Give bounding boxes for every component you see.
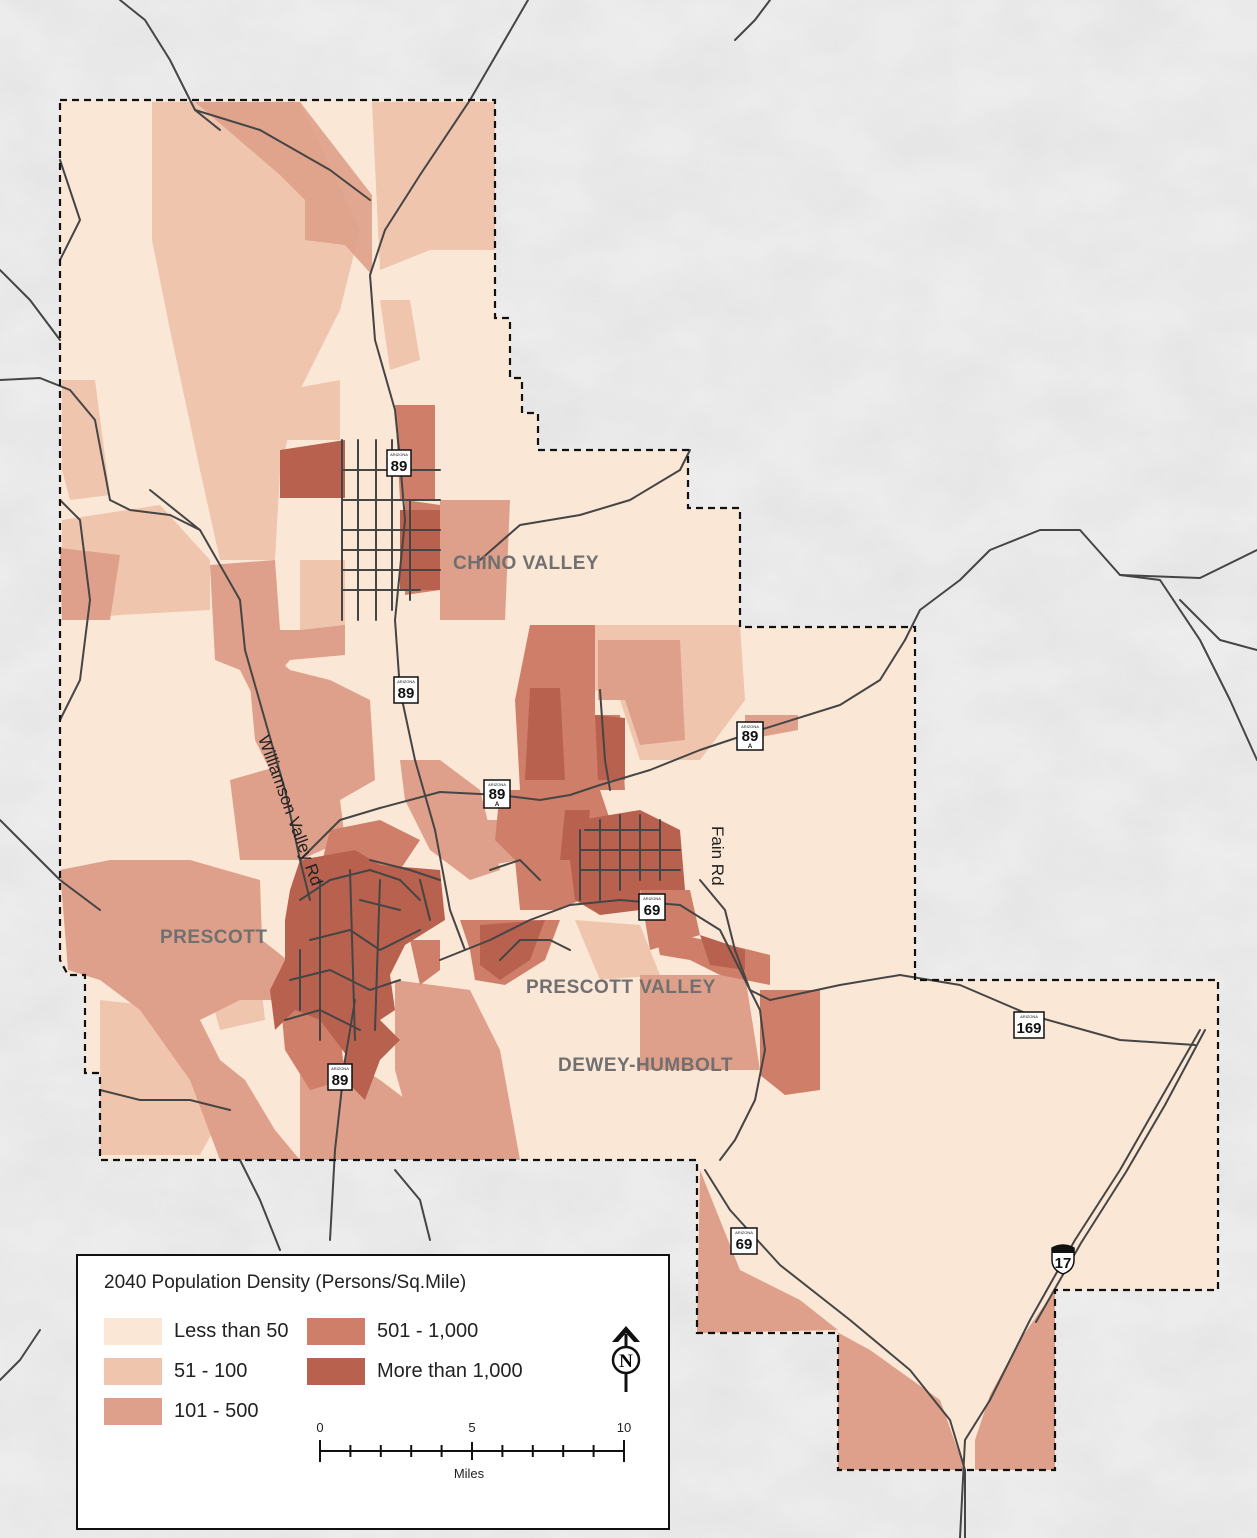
legend-swatch	[104, 1398, 162, 1425]
legend-label: Less than 50	[174, 1320, 289, 1342]
svg-text:ARIZONA: ARIZONA	[643, 896, 661, 901]
label-dewey-humbolt: DEWEY-HUMBOLT	[558, 1055, 733, 1076]
north-arrow-letter: N	[619, 1351, 633, 1372]
svg-text:89: 89	[398, 685, 415, 702]
label-prescott-valley: PRESCOTT VALLEY	[526, 977, 716, 998]
svg-text:A: A	[748, 744, 753, 750]
density-101-500	[60, 102, 1055, 1470]
scale-unit-label: Miles	[453, 1466, 485, 1481]
shield-sr169: ARIZONA 169	[1013, 1011, 1045, 1039]
legend-item-less-than-50: Less than 50	[104, 1318, 289, 1345]
svg-text:89: 89	[742, 728, 759, 745]
svg-text:ARIZONA: ARIZONA	[1020, 1014, 1038, 1019]
shield-us89-south: ARIZONA 89	[327, 1063, 353, 1091]
north-arrow-icon: N	[611, 1326, 641, 1392]
svg-text:ARIZONA: ARIZONA	[390, 452, 408, 457]
legend-item-501-1000: 501 - 1,000	[307, 1318, 478, 1345]
svg-text:ARIZONA: ARIZONA	[488, 782, 506, 787]
label-chino-valley: CHINO VALLEY	[453, 553, 599, 574]
svg-text:89: 89	[332, 1072, 349, 1089]
svg-text:17: 17	[1055, 1255, 1072, 1272]
legend-swatch	[104, 1318, 162, 1345]
svg-text:69: 69	[736, 1236, 753, 1253]
svg-text:ARIZONA: ARIZONA	[735, 1230, 753, 1235]
legend-item-51-100: 51 - 100	[104, 1358, 247, 1385]
svg-text:A: A	[495, 802, 500, 808]
legend-item-101-500: 101 - 500	[104, 1398, 259, 1425]
study-area-boundary	[58, 98, 1220, 1472]
scale-bar: 0 5 10 Miles	[314, 1420, 632, 1481]
svg-text:169: 169	[1016, 1020, 1041, 1037]
scale-label-0: 0	[316, 1420, 324, 1435]
legend-label: More than 1,000	[377, 1360, 523, 1382]
svg-text:69: 69	[644, 902, 661, 919]
shield-sr69-north: ARIZONA 69	[638, 893, 666, 921]
svg-text:89: 89	[391, 458, 408, 475]
shield-us89-mid: ARIZONA 89	[393, 676, 419, 704]
scale-bar-graphic	[319, 1440, 625, 1462]
legend-swatch	[307, 1358, 365, 1385]
label-fain-rd: Fain Rd	[708, 826, 727, 886]
svg-text:ARIZONA: ARIZONA	[741, 724, 759, 729]
svg-text:ARIZONA: ARIZONA	[397, 679, 415, 684]
shield-i17: 17	[1051, 1244, 1075, 1275]
legend-item-more-than-1000: More than 1,000	[307, 1358, 523, 1385]
shield-sr69-south: ARIZONA 69	[730, 1227, 758, 1255]
label-prescott: PRESCOTT	[160, 927, 267, 948]
shield-us89-north: ARIZONA 89	[386, 449, 412, 477]
svg-text:ARIZONA: ARIZONA	[331, 1066, 349, 1071]
legend-label: 101 - 500	[174, 1400, 259, 1422]
scale-label-5: 5	[468, 1420, 476, 1435]
legend-label: 501 - 1,000	[377, 1320, 479, 1342]
shield-sr89a-west: ARIZONA 89 A	[483, 779, 511, 809]
legend-title: 2040 Population Density (Persons/Sq.Mile…	[104, 1272, 467, 1293]
shield-sr89a-east: ARIZONA 89 A	[736, 721, 764, 751]
scale-label-10: 10	[616, 1420, 632, 1435]
legend-swatch	[104, 1358, 162, 1385]
legend-label: 51 - 100	[174, 1360, 248, 1382]
svg-text:89: 89	[489, 786, 506, 803]
legend-swatch	[307, 1318, 365, 1345]
map-legend: 2040 Population Density (Persons/Sq.Mile…	[76, 1254, 670, 1530]
